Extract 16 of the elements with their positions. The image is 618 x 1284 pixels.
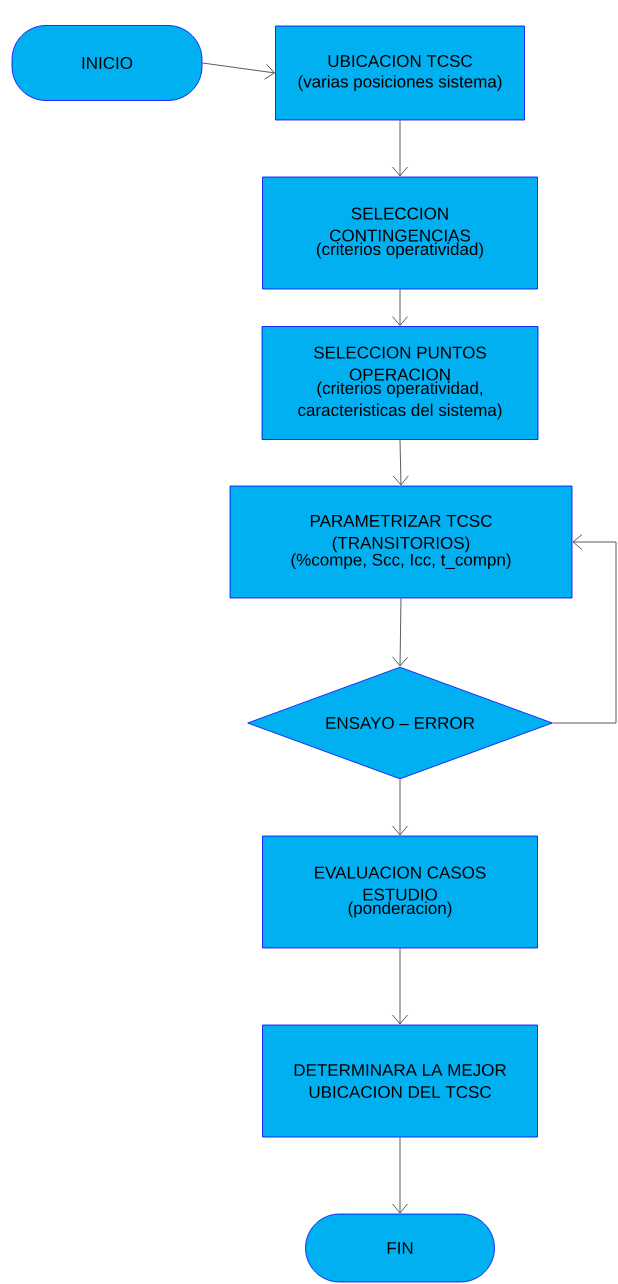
arrow	[202, 62, 275, 80]
arrow	[392, 598, 409, 667]
arrow	[552, 534, 617, 724]
process-box: DETERMINARA LA MEJOR UBICACION DEL TCSC	[262, 1024, 538, 1138]
process-box: PARAMETRIZAR TCSC (TRANSITORIOS) (%compe, Scc, Icc, t_compn)	[229, 485, 573, 599]
terminal-oval: FIN	[305, 1213, 495, 1283]
process-box: EVALUACION CASOS ESTUDIO (ponderacion)	[262, 835, 538, 949]
arrow	[392, 120, 408, 177]
process-box: UBICACION TCSC (varias posiciones sistema)	[275, 25, 525, 121]
arrow	[392, 948, 408, 1025]
process-box: SELECCION PUNTOS OPERACION (criterios operatividad, caracteristicas del sistema)	[261, 326, 539, 440]
process-box: SELECCION CONTINGENCIAS (criterios operatividad)	[262, 176, 538, 290]
arrow	[392, 779, 408, 836]
arrow	[392, 1137, 408, 1214]
arrow	[392, 289, 408, 326]
arrow	[392, 439, 409, 486]
